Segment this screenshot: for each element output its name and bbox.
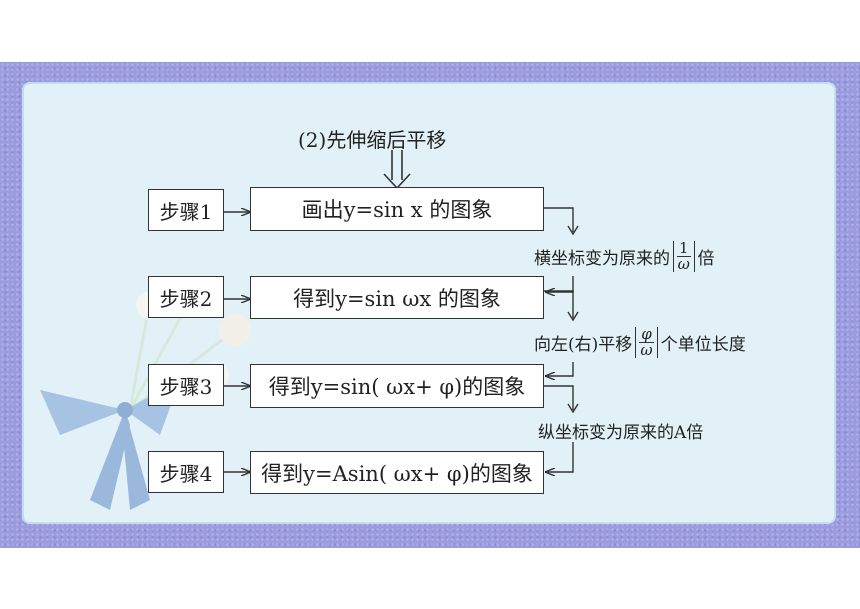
step-2-box: 得到y=sin ωx 的图象 <box>250 276 544 319</box>
double-down-arrow-icon <box>383 150 411 190</box>
transition-1-label: 横坐标变为原来的 1 ω 倍 <box>534 236 715 276</box>
step-3-label: 步骤3 <box>148 364 224 406</box>
transition-2-prefix: 向左(右)平移 <box>534 334 633 355</box>
fraction-numerator: 1 <box>677 238 691 257</box>
transition-3-label: 纵坐标变为原来的A倍 <box>538 418 704 443</box>
transition-3-prefix: 纵坐标变为原来的A倍 <box>538 422 704 443</box>
diagram-title: (2)先伸缩后平移 <box>298 128 447 152</box>
step-1-label: 步骤1 <box>148 189 224 231</box>
fraction-numerator: φ <box>639 324 654 343</box>
step-1-box: 画出y=sin x 的图象 <box>250 187 544 231</box>
fraction-denominator: ω <box>677 254 690 273</box>
step-4-label: 步骤4 <box>148 451 224 493</box>
step-4-box: 得到y=Asin( ωx+ φ)的图象 <box>250 451 544 494</box>
fraction-1-over-omega: 1 ω <box>673 238 695 273</box>
fraction-phi-over-omega: φ ω <box>635 324 658 359</box>
step-2-label: 步骤2 <box>148 276 224 318</box>
transition-2-label: 向左(右)平移 φ ω 个单位长度 <box>534 322 746 362</box>
step-3-box: 得到y=sin( ωx+ φ)的图象 <box>250 364 544 408</box>
transition-1-prefix: 横坐标变为原来的 <box>534 248 670 269</box>
transition-1-suffix: 倍 <box>697 248 715 269</box>
fraction-denominator: ω <box>640 340 653 359</box>
transition-2-suffix: 个单位长度 <box>660 334 746 355</box>
